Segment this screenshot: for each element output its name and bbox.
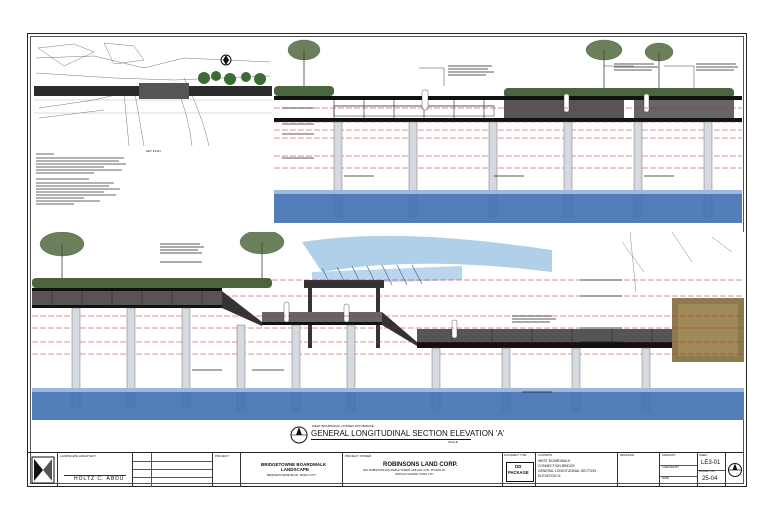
- elevation-title-underline: [311, 439, 471, 440]
- contents-cell: CONTENTS WEST BOARDWALK CONNECTION BRIDG…: [536, 453, 618, 487]
- north-arrow-cell: [726, 453, 744, 487]
- landscape-architect-label: LANDSCAPE ARCHITECT: [60, 454, 97, 458]
- contents-line4: ELEVATION 'A': [538, 474, 562, 478]
- project-name-line2: LANDSCAPE: [281, 467, 310, 472]
- drawn-by-label: DRAWN BY: [662, 454, 676, 457]
- drawing-sheet: KEY PLAN: [27, 33, 747, 487]
- document-type-line2: PACKAGE: [508, 470, 529, 475]
- lower-section-elevation: [32, 232, 744, 420]
- upper-section-elevation: [274, 38, 742, 223]
- logo-cell: [28, 453, 58, 487]
- firm-logo: [31, 456, 55, 484]
- elevation-scale: SCALE: [448, 440, 458, 444]
- date-label: DATE: [662, 477, 669, 480]
- sheet-number-cell: SHEET LE3-01 PROJECT NO. 25-04: [698, 453, 726, 487]
- owner-cell: PROJECT OWNER ROBINSONS LAND CORP. 26/F …: [343, 453, 503, 487]
- general-notes-text: [36, 153, 126, 205]
- sheet-label: SHEET: [699, 454, 708, 457]
- key-plan-label: KEY PLAN: [146, 149, 161, 153]
- stamp-cell: PROJECT: [213, 453, 241, 487]
- document-type-cell: DOCUMENT TYPE DD PACKAGE: [503, 453, 536, 487]
- project-label: PROJECT: [215, 454, 230, 458]
- key-plan-drawing: [34, 38, 272, 146]
- architect-cell: LANDSCAPE ARCHITECT HOLTZ C. ABDU: [58, 453, 133, 487]
- title-block: LANDSCAPE ARCHITECT HOLTZ C. ABDU PROJEC…: [28, 452, 744, 487]
- document-type-line1: DD: [515, 464, 522, 469]
- elevation-title: GENERAL LONGITUDINAL SECTION ELEVATION '…: [311, 429, 505, 438]
- license-divider: [151, 453, 152, 487]
- project-cell: BRIDGETOWNE BOARDWALK LANDSCAPE BRIDGETO…: [241, 453, 343, 487]
- architect-name: HOLTZ C. ABDU: [74, 476, 125, 482]
- document-type-box: [506, 462, 534, 482]
- project-no-label: PROJECT NO.: [699, 470, 716, 473]
- signoff-cell: DRAWN BY CHECKED BY DATE: [660, 453, 698, 487]
- revisions-label: REVISIONS: [620, 454, 635, 457]
- owner-address-line1: 26/F ROBINSONS EQUITABLE TOWER, ADB AVE.…: [363, 469, 446, 472]
- owner-label: PROJECT OWNER: [345, 454, 372, 458]
- owner-name: ROBINSONS LAND CORP.: [383, 462, 458, 468]
- project-number: 25-04: [702, 476, 718, 482]
- document-type-label: DOCUMENT TYPE: [504, 454, 527, 457]
- project-address: BRIDGETOWNE BLVD, PASIG CITY: [267, 473, 317, 477]
- revisions-cell: REVISIONS: [618, 453, 660, 487]
- contents-line3: GENERAL LONGITUDINAL SECTION: [538, 469, 596, 473]
- sheet-number: LE3-01: [701, 460, 721, 466]
- contents-line1: WEST BOARDWALK: [538, 459, 571, 463]
- project-name-line1: BRIDGETOWNE BOARDWALK: [261, 462, 327, 467]
- license-cell: [133, 453, 213, 487]
- north-arrow-icon: [728, 463, 742, 477]
- contents-label: CONTENTS: [538, 454, 553, 457]
- elevation-subtitle: WEST BOARDWALK CONNECTION BRIDGE: [312, 424, 374, 428]
- checked-by-label: CHECKED BY: [662, 466, 679, 469]
- contents-line2: CONNECTION BRIDGE: [538, 464, 575, 468]
- section-title-symbol: [290, 426, 308, 444]
- signature-line: [64, 475, 126, 476]
- owner-address-line2: ORTIGAS CENTER, PASIG CITY: [395, 473, 434, 476]
